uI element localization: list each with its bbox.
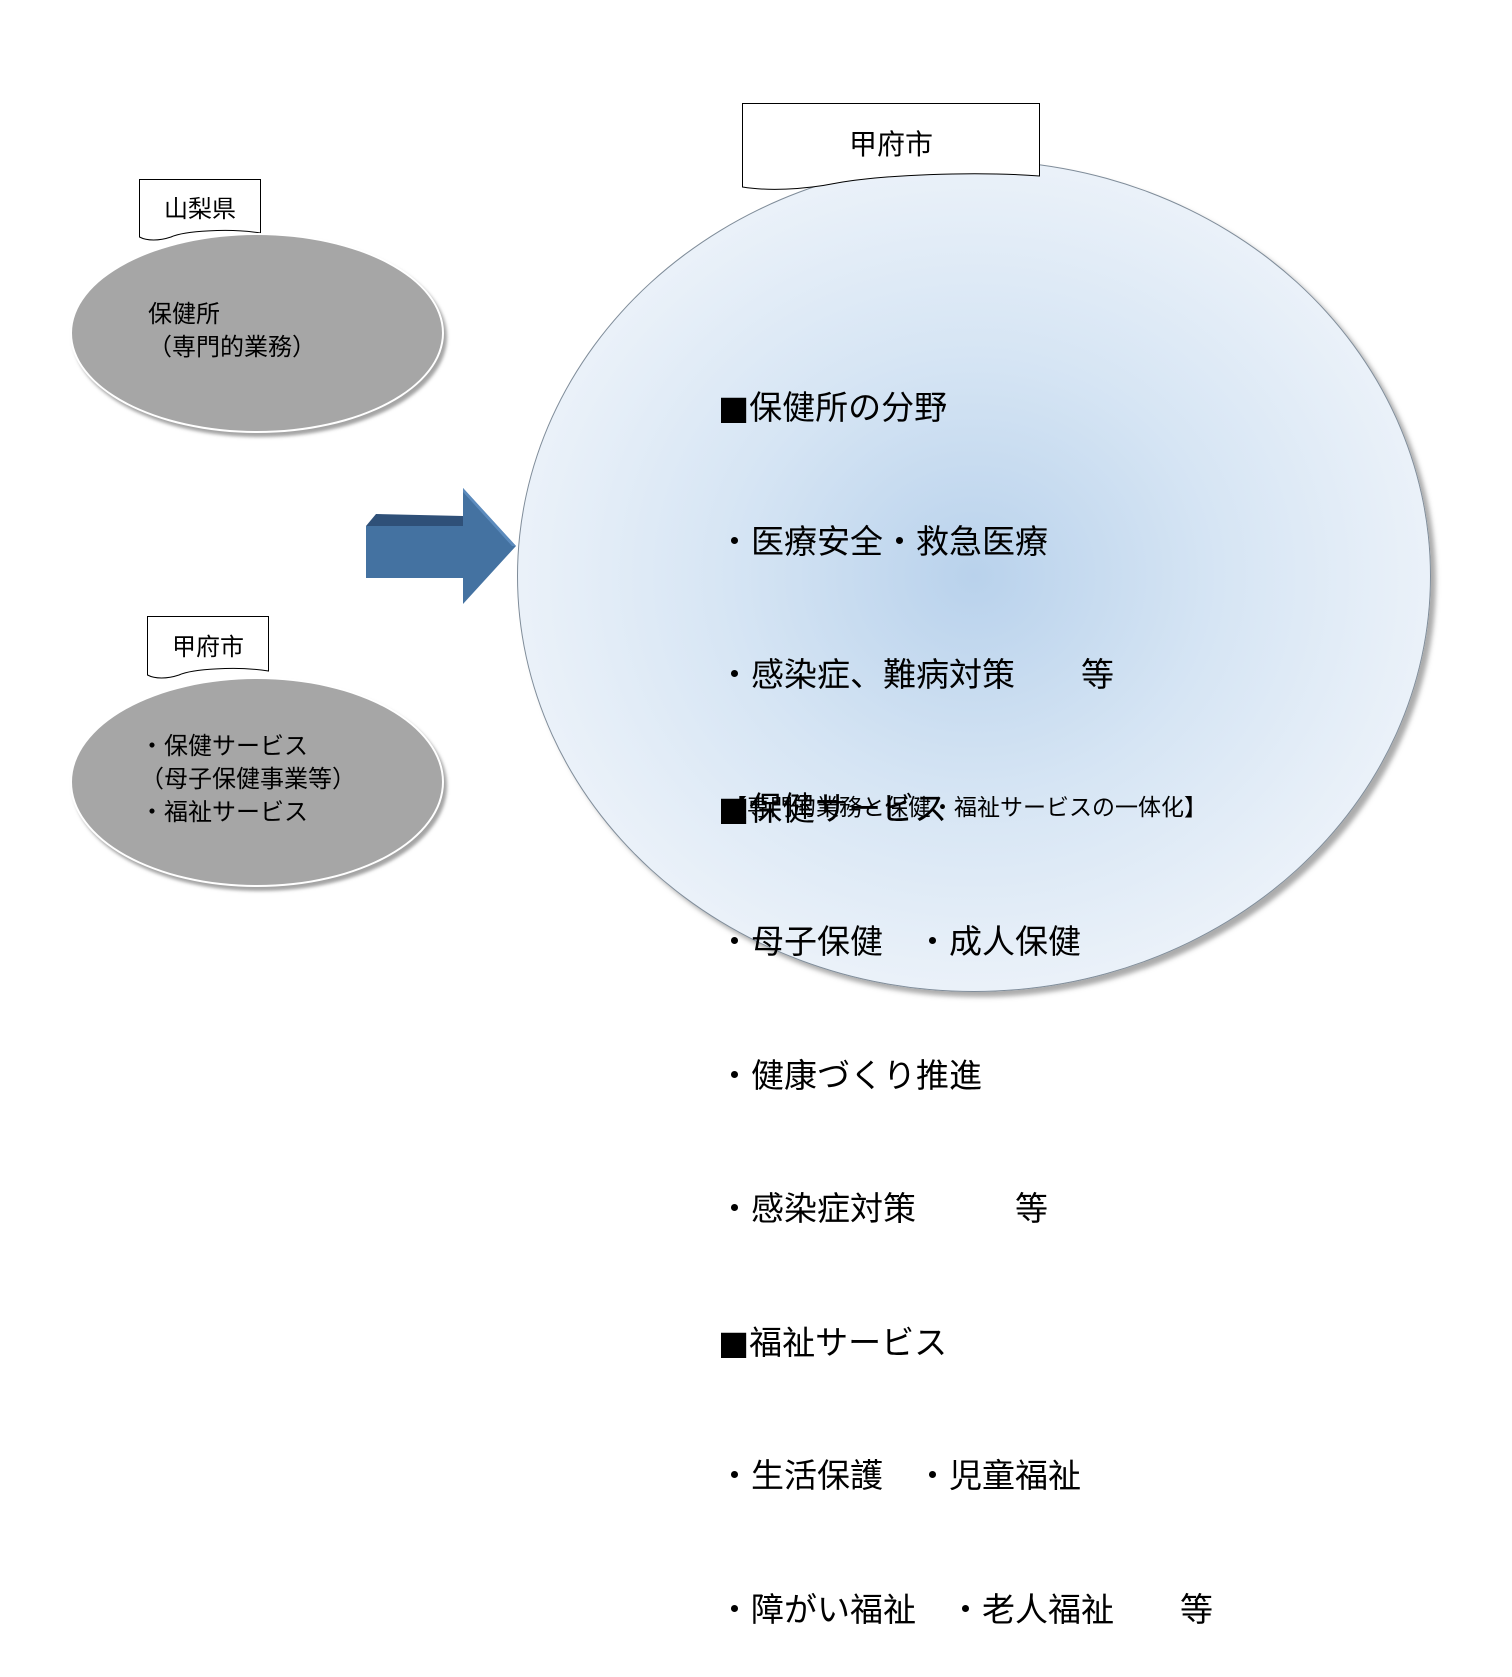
prefecture-health-center-text: 保健所 （専門的業務） xyxy=(148,298,316,364)
list-item: ・健康づくり推進 xyxy=(718,1055,982,1095)
list-item: ・感染症対策 等 xyxy=(718,1189,1048,1228)
label-document-shape xyxy=(139,179,261,241)
list-item: ・感染症、難病対策 等 xyxy=(718,655,1114,694)
list-item: ・生活保護 ・児童福祉 xyxy=(718,1456,1081,1495)
kofu-small-label-text: 甲府市 xyxy=(172,633,244,661)
city-line: ・保健サービス xyxy=(140,732,308,760)
list-item: ■福祉サービス xyxy=(718,1322,948,1362)
kofu-small-label: 甲府市 xyxy=(147,616,269,680)
list-item: ・障がい福祉 ・老人福祉 等 xyxy=(718,1589,1213,1629)
city-services-ellipse xyxy=(70,677,444,887)
prefecture-health-center-ellipse xyxy=(70,233,444,433)
prefecture-line: 保健所 xyxy=(148,300,220,328)
list-item: ■保健サービス xyxy=(718,788,948,828)
kofu-main-label: 甲府市 xyxy=(742,103,1040,191)
prefecture-line: （専門的業務） xyxy=(148,333,316,361)
list-item: ■保健所の分野 xyxy=(718,388,948,427)
integration-caption: 【専門的業務と保健・福祉サービスの一体化】 xyxy=(724,795,1207,821)
list-item: ・医療安全・救急医療 xyxy=(718,521,1048,561)
label-document-shape xyxy=(742,103,1040,190)
city-line: （母子保健事業等） xyxy=(140,765,356,793)
city-services-text: ・保健サービス （母子保健事業等） ・福祉サービス xyxy=(140,730,356,829)
label-document-shape xyxy=(147,616,269,679)
city-line: ・福祉サービス xyxy=(140,798,308,826)
list-item: ・母子保健 ・成人保健 xyxy=(718,922,1081,961)
yamanashi-label: 山梨県 xyxy=(139,179,261,241)
right-arrow-icon xyxy=(366,488,516,604)
kofu-main-label-text: 甲府市 xyxy=(848,128,933,161)
integrated-services-list: ■保健所の分野 ・医療安全・救急医療 ・感染症、難病対策 等 ■保健サービス ・… xyxy=(718,297,1213,1677)
integrated-services-circle xyxy=(517,160,1431,992)
yamanashi-label-text: 山梨県 xyxy=(164,195,236,223)
